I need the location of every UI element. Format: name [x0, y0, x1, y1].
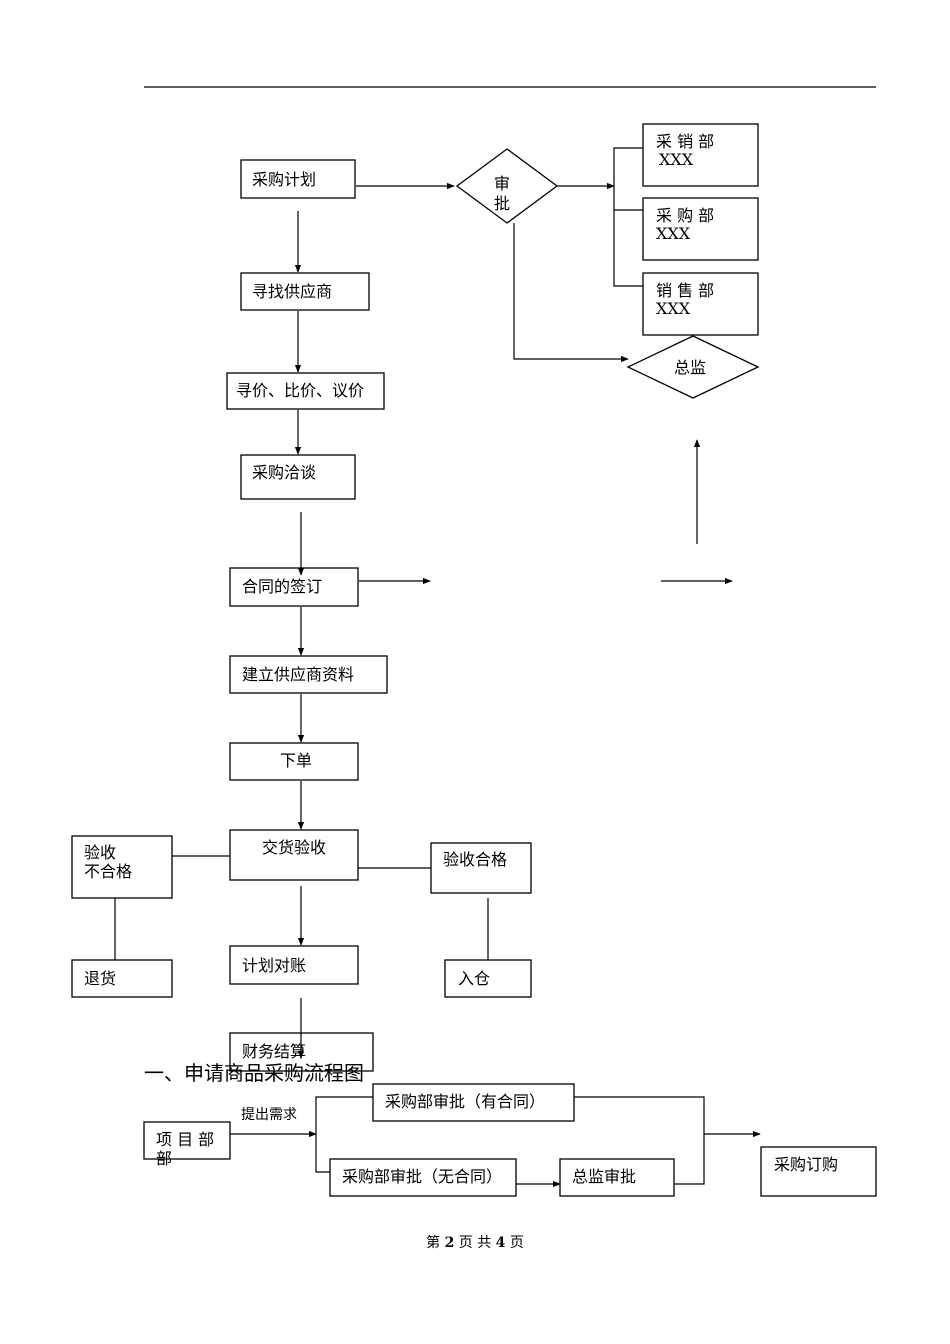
node-return: 退货	[71, 959, 173, 998]
svg-text:寻找供应商: 寻找供应商	[252, 282, 332, 301]
node-supplier-info: 建立供应商资料	[229, 655, 388, 694]
svg-text:XXX: XXX	[659, 150, 694, 169]
svg-text:采购订购: 采购订购	[774, 1155, 838, 1174]
node-reconcile: 计划对账	[229, 945, 359, 985]
node-order: 下单	[229, 742, 359, 781]
dept-box-sales: 销 售 部 XXX	[642, 272, 759, 336]
node-price-compare: 寻价、比价、议价	[226, 372, 385, 410]
node-requester: 项 目 部 部	[143, 1121, 231, 1168]
svg-text:寻价、比价、议价: 寻价、比价、议价	[236, 381, 364, 400]
request-label: 提出需求	[241, 1107, 297, 1123]
svg-text:交货验收: 交货验收	[262, 838, 326, 857]
svg-text:项 目 部: 项 目 部	[156, 1130, 214, 1149]
approval-diamond: 审 批	[455, 148, 559, 224]
footer-prefix: 第	[426, 1235, 441, 1251]
merge-bracket	[574, 1096, 705, 1185]
node-find-supplier: 寻找供应商	[240, 272, 370, 311]
dept-bracket	[613, 147, 643, 287]
svg-text:入仓: 入仓	[458, 969, 490, 988]
node-negotiate: 采购洽谈	[240, 454, 356, 500]
svg-text:验收合格: 验收合格	[443, 850, 507, 869]
split-bracket	[315, 1096, 373, 1173]
svg-text:采购洽谈: 采购洽谈	[252, 463, 316, 482]
svg-text:计划对账: 计划对账	[242, 956, 306, 975]
svg-text:财务结算: 财务结算	[242, 1042, 306, 1061]
footer-total: 4	[495, 1235, 506, 1251]
node-purchase-order: 采购订购	[760, 1146, 877, 1197]
dept-box-sales-purchase: 采 销 部 XXX	[642, 123, 759, 187]
svg-text:合同的签订: 合同的签订	[242, 577, 322, 596]
svg-text:总监审批: 总监审批	[572, 1167, 636, 1186]
svg-text:采购计划: 采购计划	[252, 170, 316, 189]
director-diamond: 总监	[626, 335, 760, 399]
section-heading: 一、申请商品采购流程图	[144, 1061, 364, 1085]
svg-text:XXX: XXX	[656, 224, 691, 243]
node-accept: 验收合格	[430, 842, 532, 894]
node-with-contract: 采购部审批（有合同）	[372, 1083, 575, 1122]
svg-text:验收: 验收	[84, 843, 116, 862]
node-contract: 合同的签订	[229, 567, 359, 607]
node-stock: 入仓	[444, 959, 532, 998]
svg-text:退货: 退货	[84, 969, 116, 988]
svg-text:下单: 下单	[280, 751, 312, 770]
node-plan: 采购计划	[240, 159, 356, 199]
svg-text:采购部审批（无合同）: 采购部审批（无合同）	[342, 1167, 502, 1186]
svg-text:部: 部	[156, 1149, 172, 1168]
arrow-approval-director	[513, 223, 629, 363]
node-no-contract: 采购部审批（无合同）	[329, 1158, 517, 1197]
dept-box-purchase: 采 购 部 XXX	[642, 197, 759, 261]
node-delivery: 交货验收	[229, 829, 359, 881]
node-director-approval: 总监审批	[559, 1158, 675, 1197]
svg-text:采 销 部: 采 销 部	[656, 132, 714, 151]
footer-suffix: 页	[509, 1235, 524, 1251]
svg-text:不合格: 不合格	[84, 862, 132, 881]
footer-page: 2	[444, 1235, 455, 1251]
svg-text:XXX: XXX	[656, 299, 691, 318]
svg-text:销 售 部: 销 售 部	[656, 281, 714, 300]
svg-text:总监: 总监	[674, 358, 706, 377]
svg-text:采购部审批（有合同）: 采购部审批（有合同）	[385, 1092, 545, 1111]
node-reject: 验收 不合格	[71, 835, 173, 899]
footer-middle: 页 共	[458, 1235, 492, 1251]
svg-text:建立供应商资料: 建立供应商资料	[242, 665, 354, 684]
page-footer: 第 2 页 共 4 页	[0, 1232, 950, 1252]
svg-text:审: 审	[494, 174, 510, 193]
svg-text:采 购 部: 采 购 部	[656, 206, 714, 225]
svg-text:批: 批	[494, 194, 510, 213]
